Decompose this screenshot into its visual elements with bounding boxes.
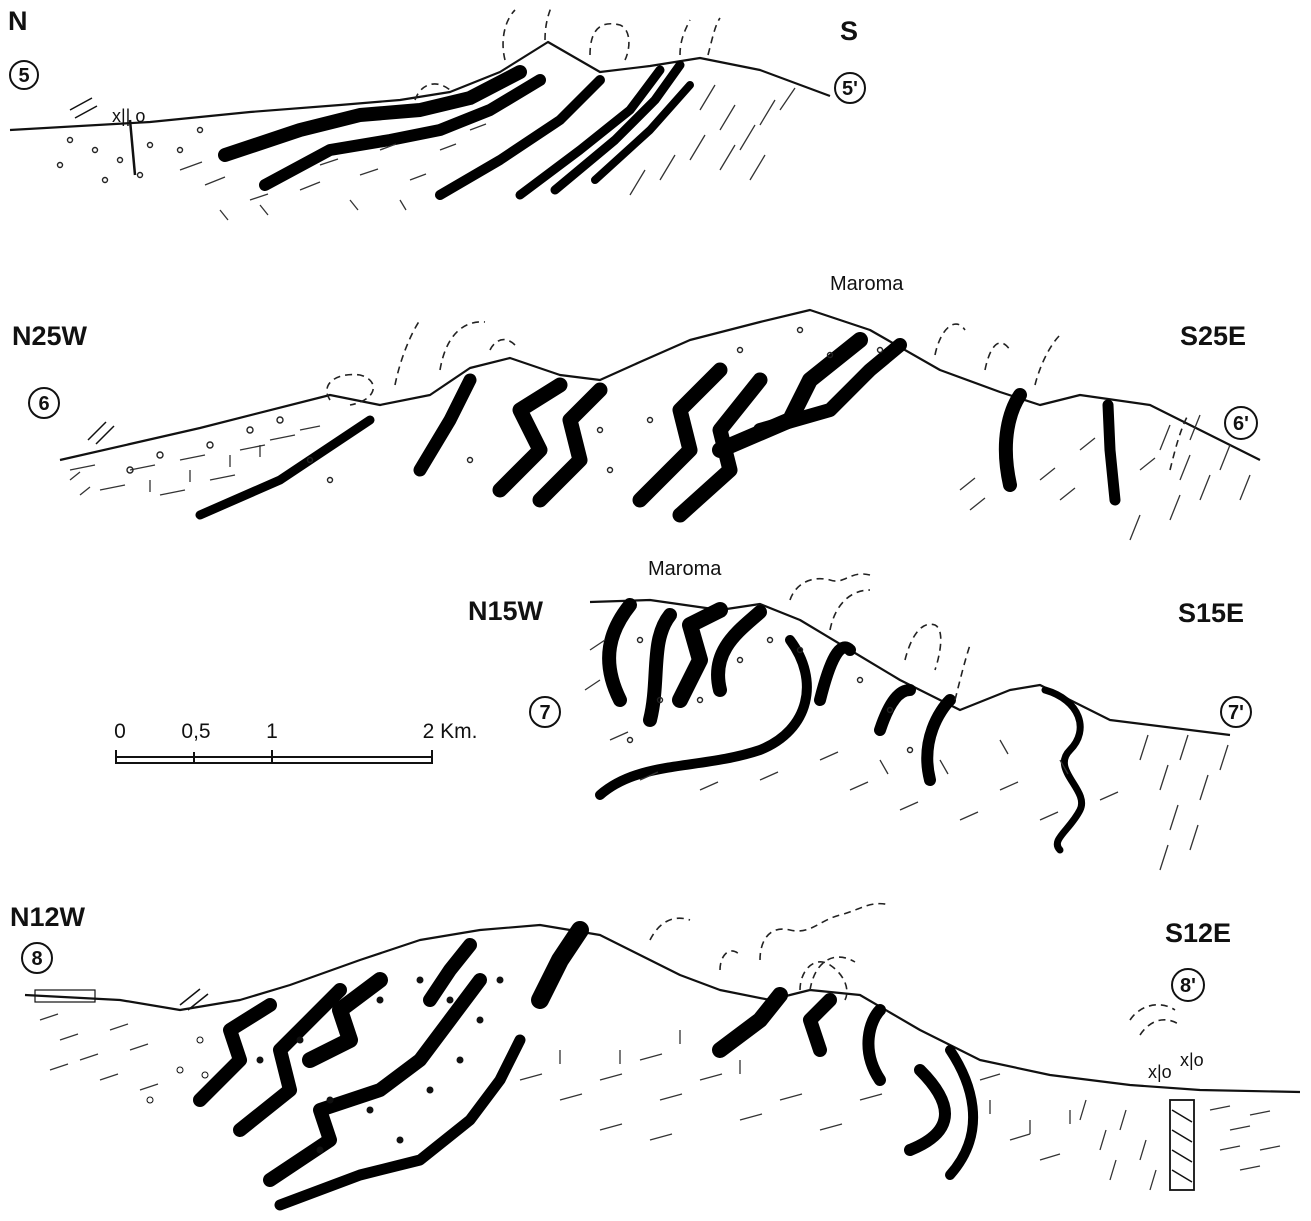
svg-text:6': 6' [1233, 413, 1249, 435]
section-7-dashed-folds [790, 574, 970, 700]
svg-text:5: 5 [18, 65, 29, 87]
section-7-left-label: N15W [468, 596, 544, 626]
section-6-start-marker: 6 [29, 388, 59, 418]
section-7: N15W S15E Maroma 7 7' [468, 558, 1251, 870]
scale-bar: 0 0,5 1 2 Km. [114, 720, 477, 763]
section-7-shale-hatch [1140, 735, 1228, 870]
section-8-fault-zone: x|o x|o [1148, 1050, 1204, 1190]
section-8-black-beds [200, 930, 973, 1205]
section-8-fault-symbol-a: x|o [1148, 1062, 1172, 1082]
scale-tick-2-km: 2 Km. [423, 720, 478, 743]
section-8-end-marker: 8' [1172, 969, 1204, 1001]
scale-tick-1: 1 [266, 720, 278, 743]
section-7-end-marker: 7' [1221, 697, 1251, 727]
section-8-left-label: N12W [10, 902, 86, 932]
section-8-right-label: S12E [1165, 918, 1231, 948]
section-5-black-beds [225, 65, 690, 195]
section-7-start-marker: 7 [530, 697, 560, 727]
section-7-right-label: S15E [1178, 598, 1244, 628]
section-5-right-label: S [840, 16, 858, 46]
section-8-topography [25, 925, 1300, 1092]
section-8-limestone-hatch [520, 1030, 1070, 1160]
section-6-right-label: S25E [1180, 321, 1246, 351]
section-8-start-marker: 8 [22, 943, 52, 973]
section-5-end-marker: 5' [835, 73, 865, 103]
section-7-limestone-hatch [585, 640, 1118, 820]
section-6-conglomerate-dots [127, 328, 883, 483]
section-8-shale-hatch [40, 1014, 1280, 1190]
section-8-dashed-folds [650, 904, 1180, 1035]
section-5-conglomerate-dots [58, 128, 203, 183]
section-7-conglomerate-dots [628, 638, 913, 753]
section-5-start-marker: 5 [10, 61, 38, 89]
svg-text:8': 8' [1180, 975, 1196, 997]
section-7-peak-label: Maroma [648, 558, 722, 580]
svg-text:7': 7' [1228, 702, 1244, 724]
section-5-left-label: N [8, 6, 28, 36]
svg-text:7: 7 [539, 702, 550, 724]
scale-tick-0-5: 0,5 [181, 720, 210, 743]
section-8-fault-symbol-b: x|o [1180, 1050, 1204, 1070]
section-6-peak-label: Maroma [830, 273, 904, 295]
section-5-fault: x|| o [70, 98, 145, 175]
section-5: N S 5 5' [8, 5, 865, 220]
section-6-left-label: N25W [12, 321, 88, 351]
scale-bar-rule [116, 757, 432, 763]
section-6-end-marker: 6' [1225, 407, 1257, 439]
section-8: N12W S12E 8 8' [10, 902, 1300, 1205]
section-6-fault-arrow [88, 422, 114, 444]
section-6-topography [60, 310, 1260, 460]
section-6: N25W S25E Maroma 6 6' [12, 273, 1260, 540]
svg-text:8: 8 [31, 948, 42, 970]
svg-text:6: 6 [38, 393, 49, 415]
section-5-limestone-hatch [180, 124, 486, 220]
section-7-black-beds [600, 605, 1082, 850]
svg-text:5': 5' [842, 78, 858, 100]
section-5-fault-symbol: x|| o [112, 106, 145, 126]
section-6-black-beds [200, 340, 1115, 515]
scale-tick-0: 0 [114, 720, 126, 743]
